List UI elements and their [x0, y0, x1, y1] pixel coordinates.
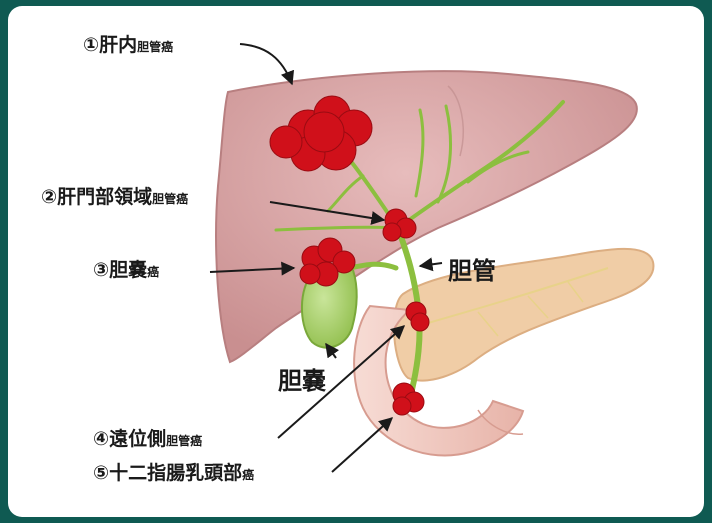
- label-gallbladder-organ: 胆嚢: [278, 361, 326, 396]
- pancreas: [394, 249, 654, 381]
- arrow-bile-duct: [420, 263, 442, 266]
- arrow-5: [332, 418, 392, 472]
- diagram-card: ①肝内胆管癌 ②肝門部領域胆管癌 ③胆嚢癌 ④遠位側胆管癌 ⑤十二指腸乳頭部癌 …: [8, 6, 704, 517]
- label-bile-duct: 胆管: [448, 251, 496, 286]
- arrow-1: [240, 44, 292, 84]
- label-gallbladder: ③胆嚢癌: [93, 261, 159, 280]
- label-ampullary: ⑤十二指腸乳頭部癌: [93, 464, 254, 483]
- label-hilar: ②肝門部領域胆管癌: [41, 188, 188, 207]
- label-intrahepatic: ①肝内胆管癌: [83, 36, 173, 55]
- tumor-ampullary: [393, 383, 424, 415]
- label-distal: ④遠位側胆管癌: [93, 430, 202, 449]
